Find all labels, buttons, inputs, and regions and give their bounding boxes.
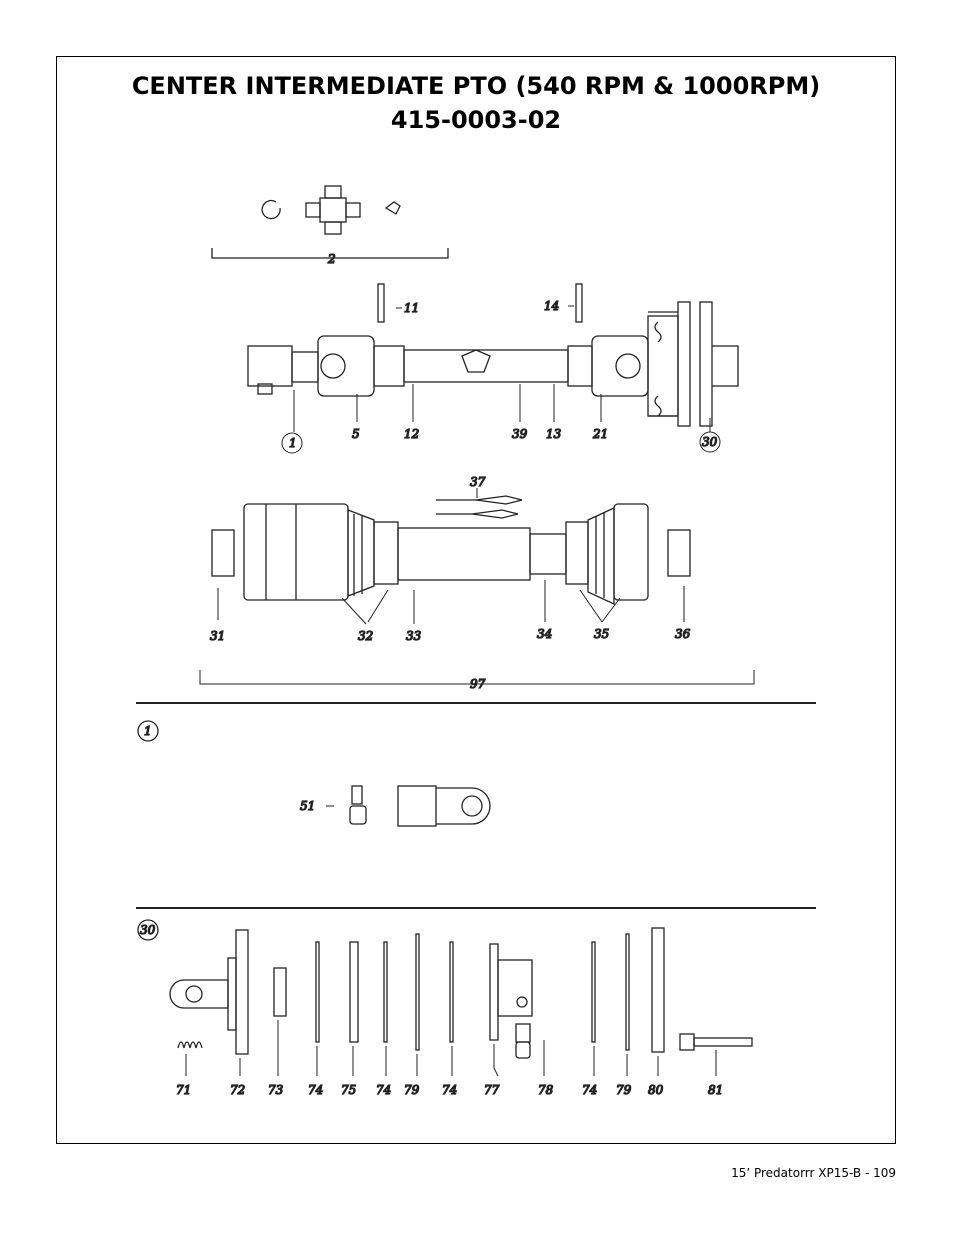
callout-51: 51 xyxy=(300,799,315,813)
callout-77: 77 xyxy=(484,1083,500,1097)
callout-79b: 79 xyxy=(616,1083,632,1097)
callout-31: 31 xyxy=(210,629,225,643)
callout-1: 1 xyxy=(289,436,297,450)
callout-13: 13 xyxy=(546,427,562,441)
callout-71: 71 xyxy=(176,1083,191,1097)
page-footer: 15’ Predatorrr XP15-B - 109 xyxy=(731,1166,896,1180)
part-number: 415-0003-02 xyxy=(390,106,562,134)
callout-81: 81 xyxy=(708,1083,723,1097)
callout-97: 97 xyxy=(470,677,486,691)
dimension-bracket-2 xyxy=(211,248,449,259)
detail-1-drawing xyxy=(137,720,491,827)
callout-72: 72 xyxy=(230,1083,245,1097)
callout-36: 36 xyxy=(675,627,691,641)
callout-5: 5 xyxy=(352,427,360,441)
callout-33: 33 xyxy=(406,629,422,643)
callout-11: 11 xyxy=(404,301,419,315)
page-title: CENTER INTERMEDIATE PTO (540 RPM & 1000R… xyxy=(131,72,821,100)
callout-21: 21 xyxy=(592,427,608,441)
callout-74d: 74 xyxy=(582,1083,597,1097)
callout-79a: 79 xyxy=(404,1083,420,1097)
callout-32: 32 xyxy=(358,629,373,643)
detail-30-drawing xyxy=(137,919,753,1059)
callout-2: 2 xyxy=(327,252,336,266)
callout-80: 80 xyxy=(648,1083,664,1097)
callout-12: 12 xyxy=(404,427,419,441)
callout-34: 34 xyxy=(537,627,552,641)
shaft-assembly-drawing xyxy=(247,283,739,427)
callout-35: 35 xyxy=(594,627,609,641)
callout-39: 39 xyxy=(512,427,528,441)
guard-assembly-drawing xyxy=(211,495,691,606)
cross-kit-drawing xyxy=(261,185,401,235)
detail-30-ref: 30 xyxy=(140,923,156,937)
callout-14: 14 xyxy=(544,299,559,313)
callout-30: 30 xyxy=(702,435,718,449)
callout-leaders-top xyxy=(281,305,721,454)
callout-leaders-detail-30 xyxy=(185,1020,717,1077)
callout-78: 78 xyxy=(538,1083,554,1097)
callout-74c: 74 xyxy=(442,1083,457,1097)
page-frame xyxy=(56,56,896,1144)
callout-73: 73 xyxy=(268,1083,284,1097)
callout-75: 75 xyxy=(341,1083,356,1097)
callout-74b: 74 xyxy=(376,1083,391,1097)
callout-74a: 74 xyxy=(308,1083,323,1097)
detail-1-ref: 1 xyxy=(144,724,152,738)
callout-leaders-mid xyxy=(199,488,755,685)
callout-37: 37 xyxy=(470,475,486,489)
